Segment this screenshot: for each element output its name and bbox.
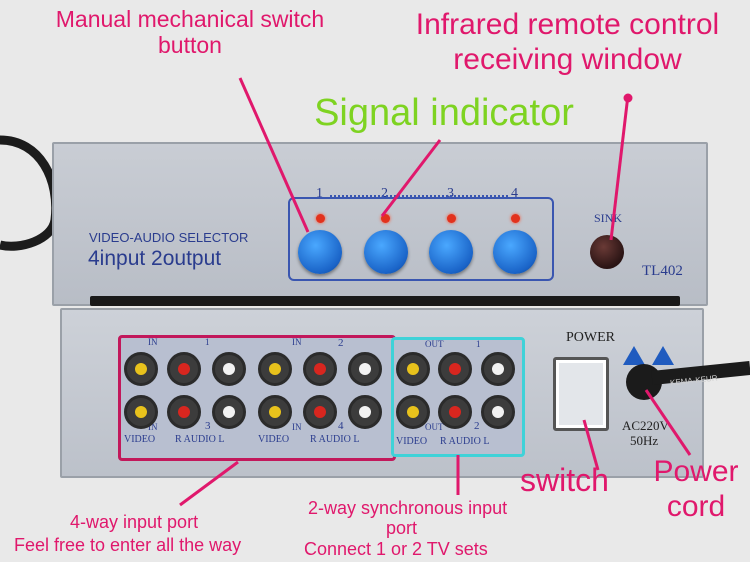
video-label-1: VIDEO xyxy=(124,434,156,445)
input-select-button-4[interactable] xyxy=(493,230,537,274)
jack-out1-video[interactable] xyxy=(396,352,430,386)
out-group-1: 1 xyxy=(476,339,481,349)
annotation-manual-switch: Manual mechanical switch button xyxy=(55,6,325,59)
in-group-3: 3 xyxy=(205,420,211,432)
pointer-switch xyxy=(582,419,600,471)
warning-icon-2 xyxy=(652,346,674,365)
top-unit-shadow xyxy=(90,296,680,306)
in-label-3: IN xyxy=(148,422,158,432)
jack-in1-audio-r[interactable] xyxy=(167,352,201,386)
annotation-input-port-line-1: 4-way input port xyxy=(70,512,199,532)
annotation-sync-port-line-2: port xyxy=(386,518,418,538)
power-switch[interactable] xyxy=(553,357,609,431)
jack-in1-audio-l[interactable] xyxy=(212,352,246,386)
jack-in2-video[interactable] xyxy=(258,352,292,386)
channel-dotted-line xyxy=(330,195,508,197)
model-label: TL402 xyxy=(642,263,683,279)
input-select-button-3[interactable] xyxy=(429,230,473,274)
annotation-sync-port-line-1: 2-way synchronous input xyxy=(308,498,508,518)
input-select-button-1[interactable] xyxy=(298,230,342,274)
jack-in4-video[interactable] xyxy=(258,395,292,429)
audio-label-out: R AUDIO L xyxy=(440,436,490,447)
audio-label-1: R AUDIO L xyxy=(175,434,225,445)
out-group-2: 2 xyxy=(474,420,480,432)
ac-frequency-label: 50Hz xyxy=(630,433,659,448)
out-label-1: OUT xyxy=(425,339,444,349)
channel-3-label: 3 xyxy=(447,186,454,201)
warning-icon-1 xyxy=(623,346,645,365)
audio-label-2: R AUDIO L xyxy=(310,434,360,445)
top-unit xyxy=(52,142,708,306)
jack-in3-audio-l[interactable] xyxy=(212,395,246,429)
signal-led-3 xyxy=(447,214,456,223)
power-label: POWER xyxy=(566,330,615,345)
power-cord xyxy=(626,361,750,400)
jack-in3-audio-r[interactable] xyxy=(167,395,201,429)
jack-in2-audio-l[interactable] xyxy=(348,352,382,386)
jack-out2-audio-r[interactable] xyxy=(438,395,472,429)
video-label-2: VIDEO xyxy=(258,434,290,445)
selector-panel-frame xyxy=(288,197,554,281)
in-label-4: IN xyxy=(292,422,302,432)
in-label-1: IN xyxy=(148,337,158,347)
in-group-2: 2 xyxy=(338,337,344,349)
jack-out2-video[interactable] xyxy=(396,395,430,429)
pointer-power-cord xyxy=(644,389,692,456)
pointer-infrared xyxy=(609,94,630,241)
jack-in4-audio-r[interactable] xyxy=(303,395,337,429)
annotation-input-port-line-2: Feel free to enter all the way xyxy=(14,535,242,555)
device-title: VIDEO-AUDIO SELECTOR xyxy=(89,230,249,245)
ir-receiver-window xyxy=(590,235,624,269)
annotation-infrared: Infrared remote control receiving window xyxy=(415,8,720,76)
pointer-manual-switch xyxy=(238,77,310,233)
pointer-input-port xyxy=(179,460,239,507)
in-group-1: 1 xyxy=(205,337,210,347)
signal-led-1 xyxy=(316,214,325,223)
channel-2-label: 2 xyxy=(381,186,388,201)
jack-in2-audio-r[interactable] xyxy=(303,352,337,386)
jack-out1-audio-r[interactable] xyxy=(438,352,472,386)
input-port-panel xyxy=(118,335,396,461)
pointer-signal-indicator xyxy=(380,139,442,217)
device-subtitle: 4input 2output xyxy=(88,247,222,270)
ac-voltage-label: AC220V xyxy=(622,418,669,433)
jack-in3-video[interactable] xyxy=(124,395,158,429)
jack-out2-audio-l[interactable] xyxy=(481,395,515,429)
annotation-signal-indicator: Signal indicator xyxy=(314,92,574,134)
annotation-sync-port-line-3: Connect 1 or 2 TV sets xyxy=(304,539,488,559)
signal-led-2 xyxy=(381,214,390,223)
channel-1-label: 1 xyxy=(316,186,323,201)
in-group-4: 4 xyxy=(338,420,344,432)
channel-4-label: 4 xyxy=(511,186,518,201)
signal-led-4 xyxy=(511,214,520,223)
annotation-power-cord: Power cord xyxy=(653,455,739,523)
jack-in4-audio-l[interactable] xyxy=(348,395,382,429)
video-label-out: VIDEO xyxy=(396,436,428,447)
jack-out1-audio-l[interactable] xyxy=(481,352,515,386)
annotation-switch: switch xyxy=(520,462,609,498)
input-select-button-2[interactable] xyxy=(364,230,408,274)
jack-in1-video[interactable] xyxy=(124,352,158,386)
in-label-2: IN xyxy=(292,337,302,347)
out-label-2: OUT xyxy=(425,422,444,432)
